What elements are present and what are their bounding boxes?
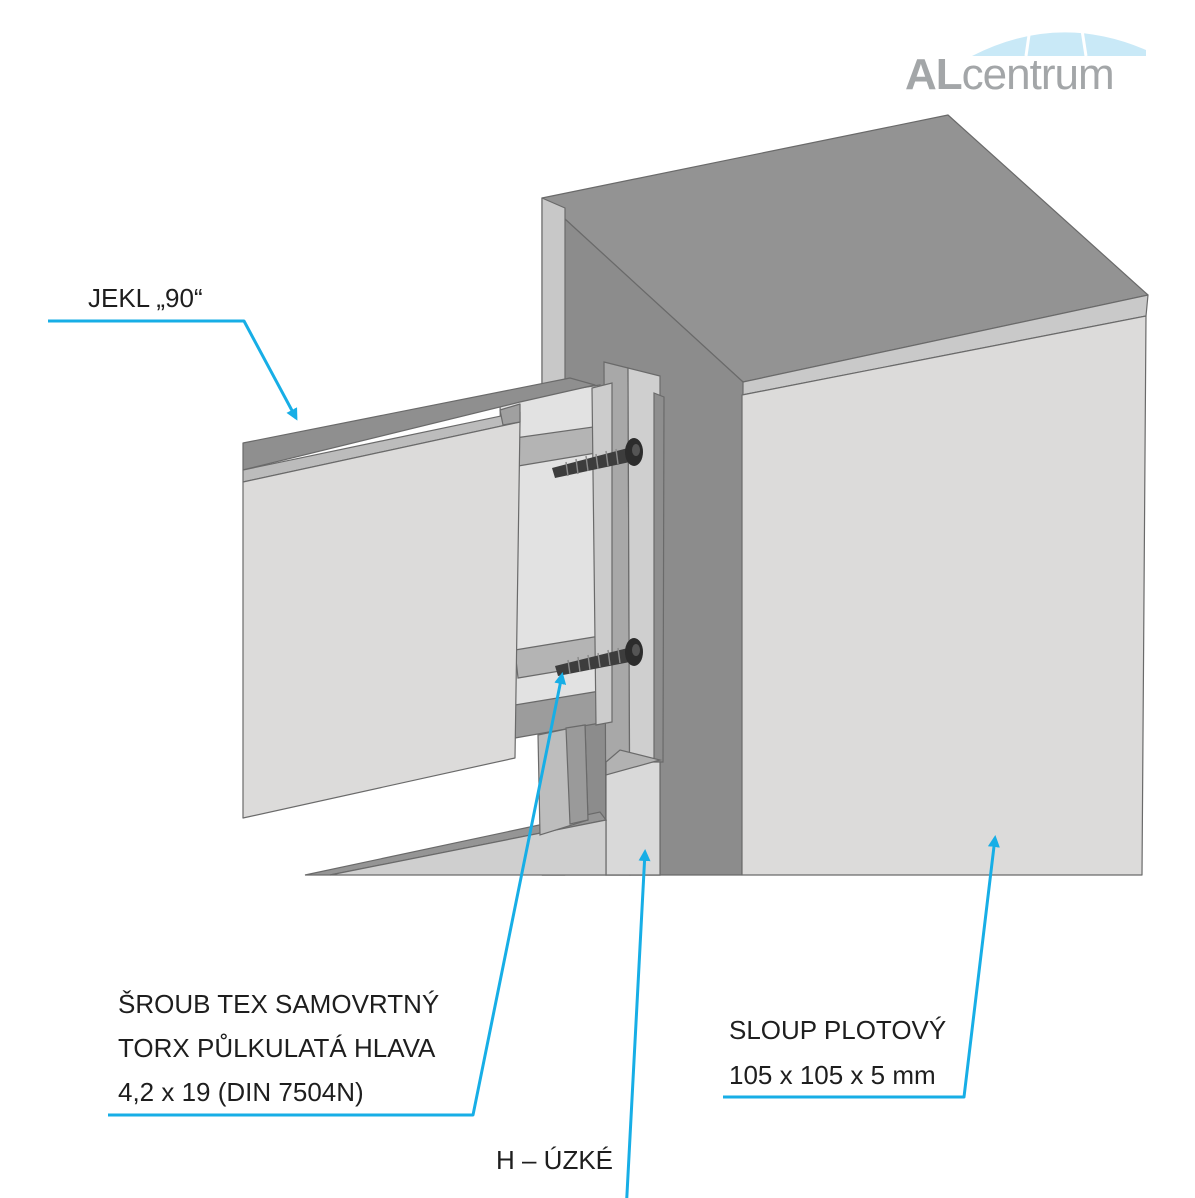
- rail-top-face: [242, 377, 596, 471]
- rail-end-lip: [499, 403, 521, 426]
- rail-front-face: [242, 421, 521, 819]
- screw-lower-shank: [555, 648, 630, 676]
- leader-h-profile: [625, 849, 651, 1198]
- logo-brand-rest: centrum: [961, 50, 1115, 99]
- label-screw-line1: ŠROUB TEX SAMOVRTNÝ: [118, 989, 440, 1019]
- label-h-profile: H – ÚZKÉ: [496, 1145, 614, 1175]
- label-screw-line2: TORX PŮLKULATÁ HLAVA: [118, 1033, 436, 1063]
- lower-rail-face: [329, 819, 607, 876]
- leader-post: [723, 835, 1000, 1099]
- label-screw-line3: 4,2 x 19 (DIN 7504N): [118, 1077, 364, 1107]
- screw-lower: [555, 638, 643, 676]
- leader-screw: [108, 672, 567, 1117]
- logo-brand-bold: AL: [905, 50, 963, 99]
- screw-upper-shank: [552, 448, 630, 478]
- label-post-line2: 105 x 105 x 5 mm: [729, 1060, 936, 1090]
- rail-tube: [242, 377, 596, 819]
- alcentrum-logo: ALcentrum: [905, 20, 1155, 100]
- lower-upright-dark: [565, 724, 589, 825]
- screw-upper: [552, 438, 643, 478]
- h-profile-lower: [605, 761, 661, 876]
- channel-right-wall: [591, 382, 613, 726]
- h-profile-slot: [653, 392, 665, 763]
- fence-post: [541, 114, 1149, 876]
- leader-jekl: [48, 319, 298, 421]
- label-post-line1: SLOUP PLOTOVÝ: [729, 1015, 947, 1045]
- logo-wordmark: ALcentrum: [905, 50, 1115, 100]
- logo-arc-icon: [972, 27, 1146, 57]
- h-profile-lower-edge: [605, 749, 663, 776]
- label-jekl: JEKL „90“: [88, 283, 203, 313]
- post-front-face: [741, 315, 1147, 876]
